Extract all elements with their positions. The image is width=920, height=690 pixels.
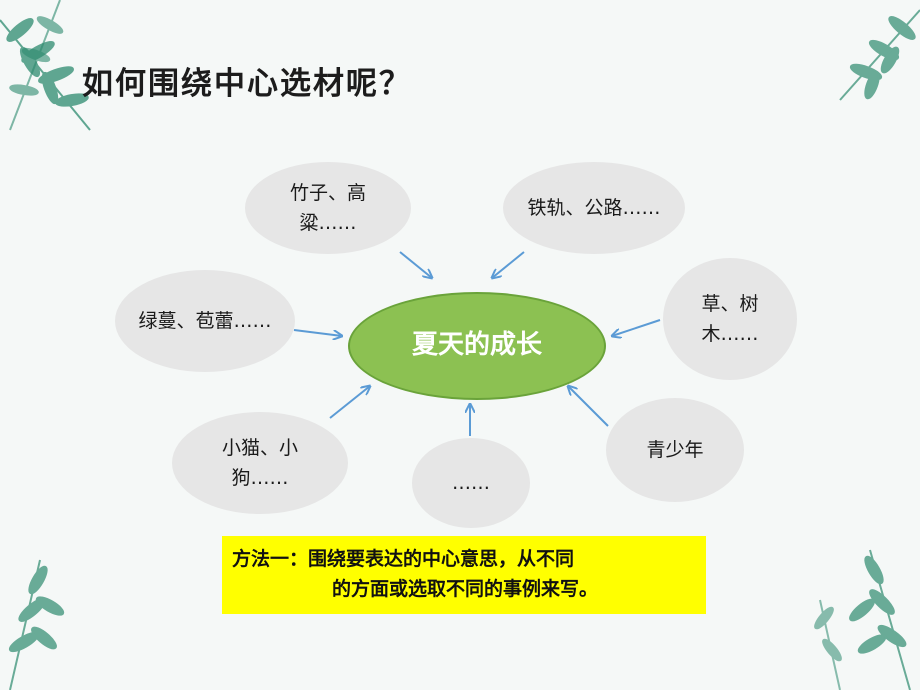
topic-label-kitten: 小猫、小狗……: [221, 436, 298, 489]
leaf-decoration-bottom-left: [8, 559, 65, 690]
center-topic-node: 夏天的成长: [348, 292, 606, 400]
method-highlight-box: 方法一：围绕要表达的中心意思，从不同 的方面或选取不同的事例来写。: [222, 536, 706, 614]
topic-bubble-rail: 铁轨、公路……: [503, 162, 685, 254]
topic-bubble-grass: 草、树木……: [663, 258, 797, 380]
leaf-decoration-bottom-right: [814, 549, 911, 690]
leaf-decoration-top-left: [0, 0, 91, 131]
topic-label-etc: ……: [452, 471, 490, 494]
topic-label-youth: 青少年: [646, 438, 704, 461]
topic-bubble-kitten: 小猫、小狗……: [172, 412, 348, 514]
page-title: 如何围绕中心选材呢？: [82, 66, 412, 102]
topic-bubble-youth: 青少年: [606, 398, 744, 502]
method-line-2: 的方面或选取不同的事例来写。: [332, 578, 599, 600]
arrow-bamboo: [399, 251, 432, 278]
topic-label-rail: 铁轨、公路……: [527, 196, 661, 219]
topic-bubble-bamboo: 竹子、高粱……: [245, 162, 411, 254]
topic-label-vine: 绿蔓、苞蕾……: [138, 309, 272, 332]
topic-bubble-etc: ……: [412, 438, 530, 528]
arrow-grass: [612, 319, 661, 336]
center-topic-label: 夏天的成长: [411, 330, 542, 361]
arrow-rail: [492, 251, 525, 278]
topic-label-grass: 草、树木……: [701, 292, 759, 345]
arrow-youth: [568, 386, 609, 427]
arrow-kitten: [329, 386, 370, 419]
topic-bubble-vine: 绿蔓、苞蕾……: [115, 270, 295, 372]
method-line-1: 方法一：围绕要表达的中心意思，从不同: [232, 548, 575, 570]
leaf-decoration-top-right: [839, 9, 920, 101]
topic-label-bamboo: 竹子、高粱……: [289, 181, 366, 234]
arrow-vine: [293, 329, 342, 336]
